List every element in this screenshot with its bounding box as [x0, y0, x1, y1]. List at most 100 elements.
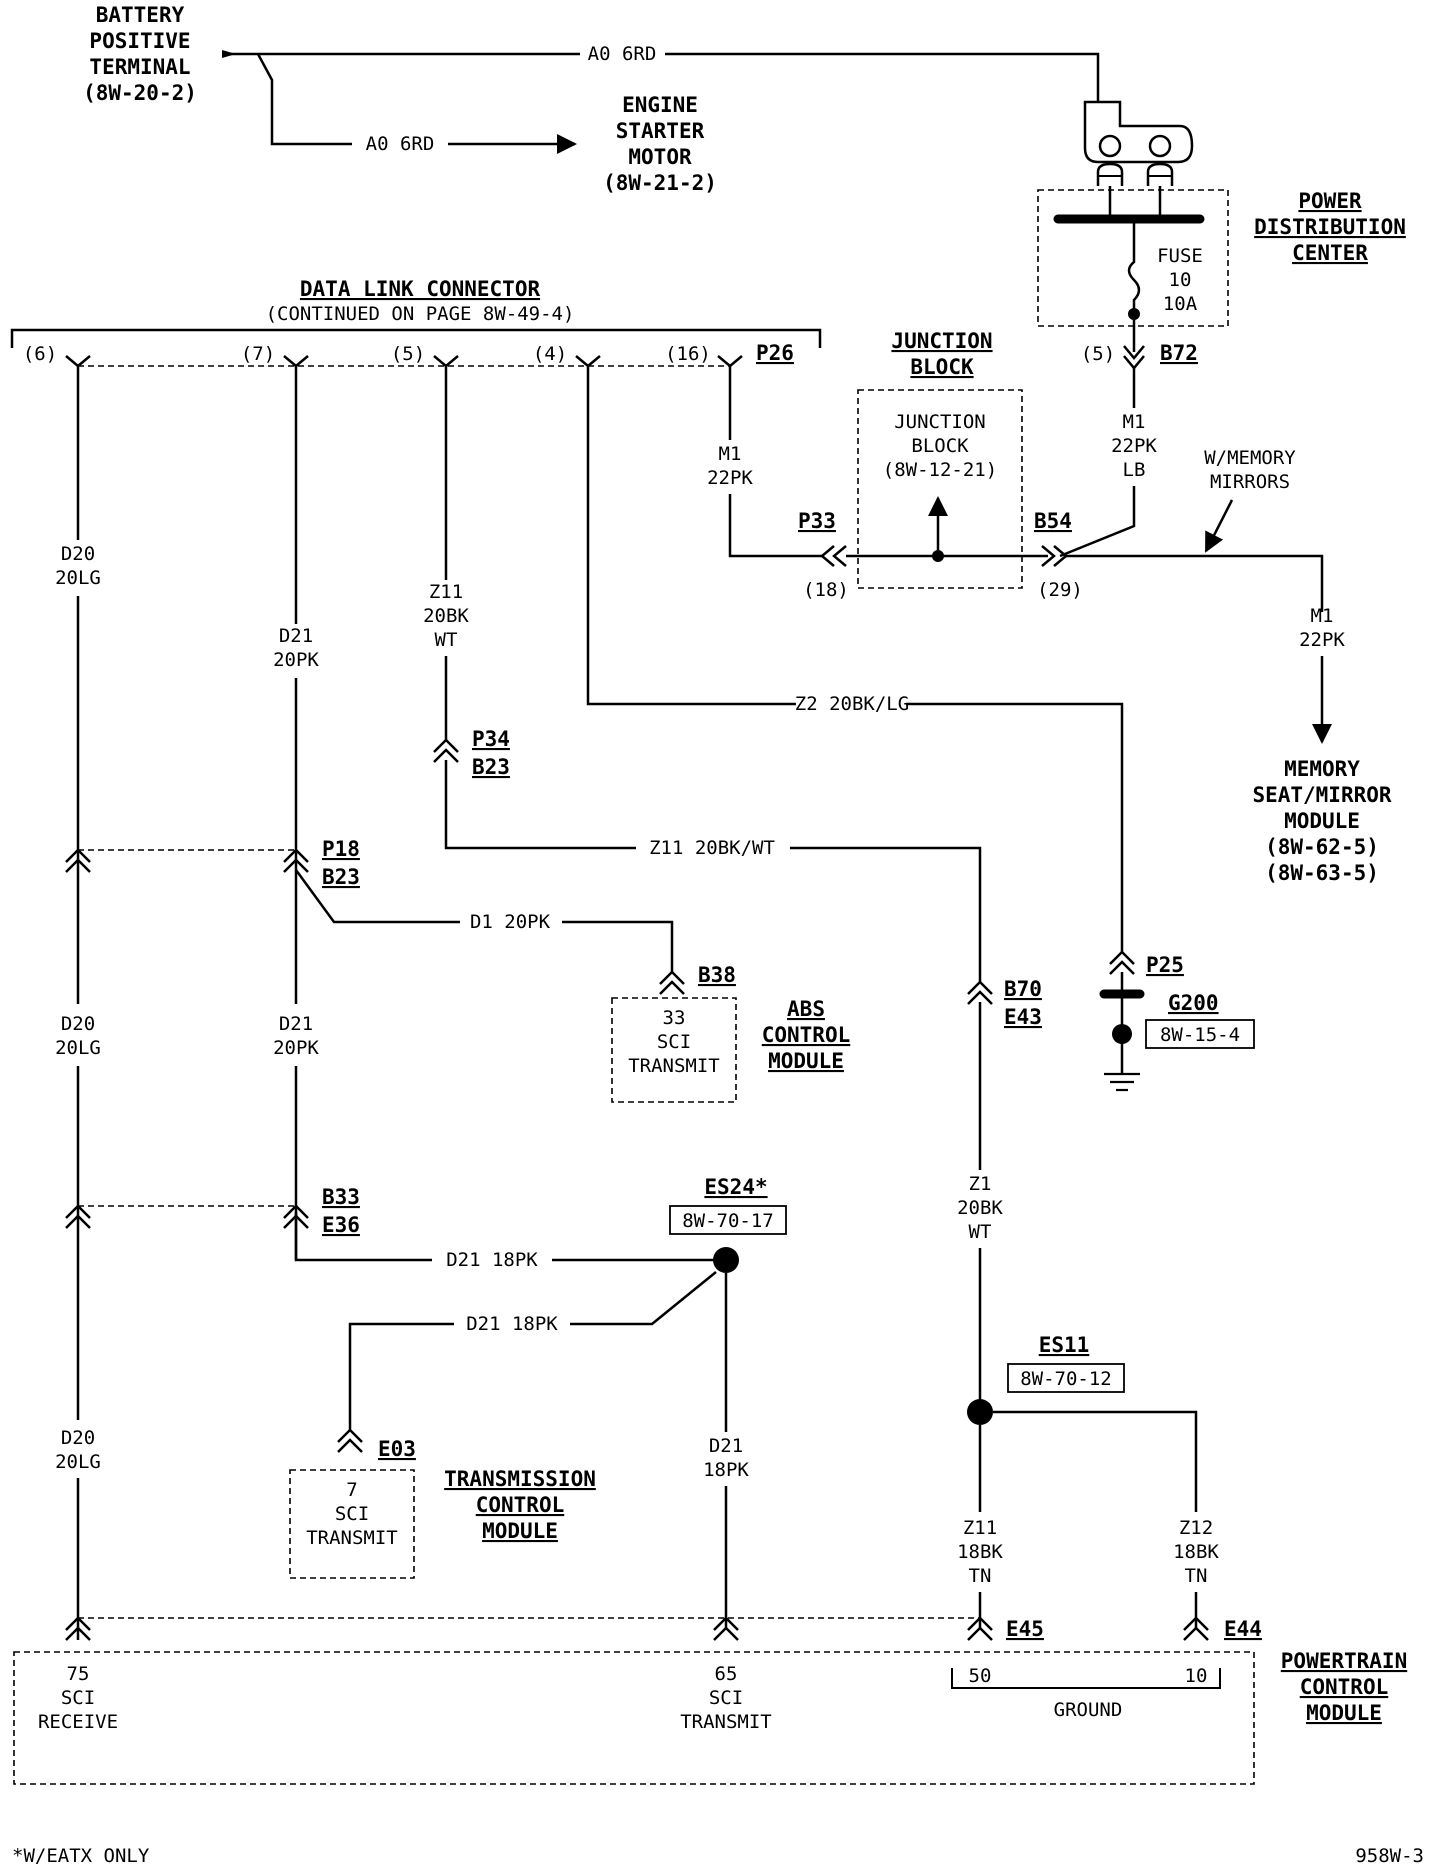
svg-text:RECEIVE: RECEIVE [38, 1711, 118, 1733]
svg-text:20BK: 20BK [423, 605, 469, 627]
svg-text:MOTOR: MOTOR [628, 145, 692, 169]
pcm-box [13, 1651, 1255, 1785]
svg-text:18BK: 18BK [1173, 1541, 1219, 1563]
b54-pin: (29) [1037, 579, 1083, 601]
svg-text:(8W-21-2): (8W-21-2) [603, 171, 717, 195]
p26-name: P26 [756, 341, 794, 365]
wire-d1-right [562, 920, 674, 972]
svg-text:(16): (16) [665, 343, 711, 365]
junction-splice-dot [932, 550, 944, 562]
svg-text:D21: D21 [709, 1435, 743, 1457]
b72-name: B72 [1160, 341, 1198, 365]
svg-text:18PK: 18PK [703, 1459, 749, 1481]
pcm-ground-bracket [951, 1668, 1221, 1689]
g200-dot [1112, 1024, 1132, 1044]
wire-z11-h-label: Z11 20BK/WT [649, 837, 775, 859]
p33-pin: (18) [803, 579, 849, 601]
wire-d1-label: D1 20PK [470, 911, 551, 933]
es24-ref: 8W-70-17 [682, 1210, 774, 1232]
svg-text:TRANSMIT: TRANSMIT [628, 1055, 720, 1077]
svg-text:D21: D21 [279, 625, 313, 647]
wire-a0-starter-left [256, 53, 352, 146]
wire-z11-h-right [790, 846, 982, 982]
svg-text:(8W-62-5): (8W-62-5) [1265, 835, 1379, 859]
svg-text:CONTROL: CONTROL [476, 1493, 565, 1517]
wire-d21-18b-right [570, 1271, 717, 1326]
svg-text:20LG: 20LG [55, 1451, 101, 1473]
svg-text:MIRRORS: MIRRORS [1210, 471, 1290, 493]
p33-connector-icon [820, 545, 847, 567]
wire-z12-label: Z12 18BK TN [1173, 1517, 1219, 1587]
svg-text:DATA LINK CONNECTOR: DATA LINK CONNECTOR [300, 277, 541, 301]
battery-terminal-label: BATTERY POSITIVE TERMINAL (8W-20-2) [83, 3, 197, 105]
b33-label: B33 E36 [322, 1185, 360, 1237]
svg-text:STARTER: STARTER [616, 119, 705, 143]
wire-m1-lb-label: M1 22PK LB [1111, 411, 1157, 481]
wire-m1-memory [1066, 554, 1324, 612]
svg-text:(8W-20-2): (8W-20-2) [83, 81, 197, 105]
svg-text:WT: WT [435, 629, 458, 651]
svg-text:CONTROL: CONTROL [762, 1023, 851, 1047]
svg-text:18BK: 18BK [957, 1541, 1003, 1563]
junction-block-box [857, 389, 1023, 589]
engine-starter-label: ENGINE STARTER MOTOR (8W-21-2) [603, 93, 717, 195]
b70-connector-icon [967, 980, 993, 1005]
b70-label: B70 E43 [1004, 977, 1042, 1029]
svg-text:MODULE: MODULE [1284, 809, 1360, 833]
svg-text:B23: B23 [472, 755, 510, 779]
svg-text:D20: D20 [61, 543, 95, 565]
svg-text:TRANSMIT: TRANSMIT [680, 1711, 772, 1733]
es24-name: ES24* [704, 1175, 767, 1199]
p33-name: P33 [798, 509, 836, 533]
svg-text:FUSE: FUSE [1157, 245, 1203, 267]
wire-a0-starter-label: A0 6RD [366, 133, 435, 155]
b33-connector-d20-icon [65, 1204, 91, 1229]
svg-text:POWERTRAIN: POWERTRAIN [1281, 1649, 1407, 1673]
wire-d21-a-label: D21 20PK [273, 625, 319, 671]
junction-block-title: JUNCTION BLOCK [891, 329, 992, 379]
dlc-bracket [10, 328, 822, 348]
svg-text:(6): (6) [23, 343, 57, 365]
es11-splice-dot [967, 1399, 993, 1425]
svg-text:MEMORY: MEMORY [1284, 757, 1360, 781]
svg-text:(4): (4) [533, 343, 567, 365]
svg-text:TERMINAL: TERMINAL [89, 55, 190, 79]
pcm-pin-75: 75 SCI RECEIVE [38, 1663, 118, 1733]
svg-text:DISTRIBUTION: DISTRIBUTION [1254, 215, 1406, 239]
b38-name: B38 [698, 963, 736, 987]
svg-text:75: 75 [67, 1663, 90, 1685]
svg-text:(CONTINUED ON PAGE 8W-49-4): (CONTINUED ON PAGE 8W-49-4) [266, 303, 575, 325]
abs-pin-label: 33 SCI TRANSMIT [628, 1007, 720, 1077]
g200-ref-box [1145, 1019, 1255, 1049]
svg-text:MODULE: MODULE [482, 1519, 558, 1543]
e03-connector-icon [337, 1428, 363, 1453]
memory-mirrors-note: W/MEMORY MIRRORS [1204, 447, 1296, 493]
p34-connector-icon [433, 738, 459, 763]
pdc-label: POWER DISTRIBUTION CENTER [1254, 189, 1406, 265]
svg-text:33: 33 [663, 1007, 686, 1029]
wire-m1-dlc-label: M1 22PK [707, 443, 753, 489]
g200-name: G200 [1168, 991, 1219, 1015]
svg-text:SEAT/MIRROR: SEAT/MIRROR [1252, 783, 1391, 807]
svg-text:20PK: 20PK [273, 1037, 319, 1059]
svg-text:TN: TN [1185, 1565, 1208, 1587]
svg-text:POWER: POWER [1298, 189, 1362, 213]
g200-ref: 8W-15-4 [1160, 1024, 1240, 1046]
svg-text:10: 10 [1169, 269, 1192, 291]
svg-text:SCI: SCI [709, 1687, 743, 1709]
svg-text:Z11: Z11 [429, 581, 463, 603]
svg-text:22PK: 22PK [1299, 629, 1345, 651]
dlc-pins: (6) (7) (5) (4) (16) [23, 343, 711, 365]
es11-ref-box [1007, 1363, 1125, 1393]
svg-text:B33: B33 [322, 1185, 360, 1209]
tcm-pin-label: 7 SCI TRANSMIT [306, 1479, 398, 1549]
memory-note-arrow [1204, 499, 1234, 553]
svg-text:LB: LB [1123, 459, 1146, 481]
p34-label: P34 B23 [472, 727, 510, 779]
svg-text:POSITIVE: POSITIVE [89, 29, 190, 53]
svg-text:ABS: ABS [787, 997, 825, 1021]
svg-text:CENTER: CENTER [1292, 241, 1368, 265]
wire-z11-h-left [444, 760, 636, 850]
wire-d21-18b-left [348, 1322, 454, 1430]
